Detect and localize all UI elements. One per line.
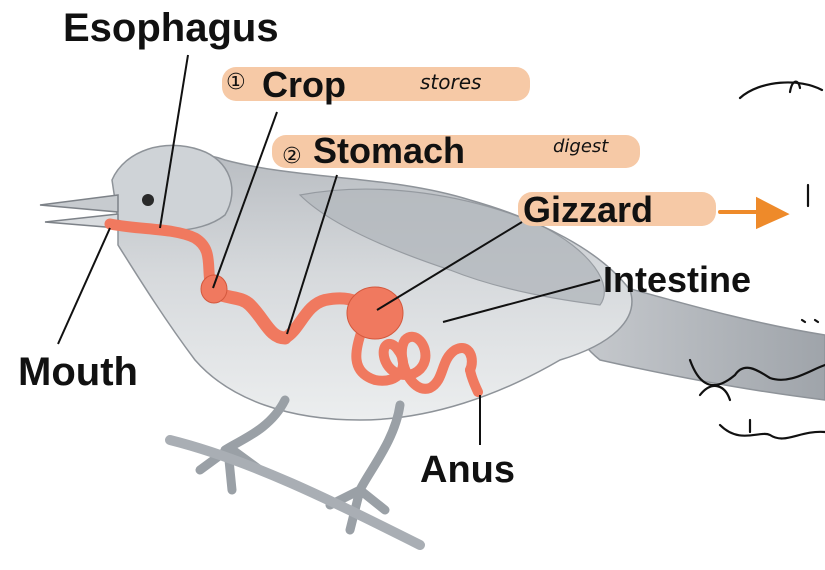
label-mouth: Mouth xyxy=(18,352,138,392)
bird-beak-upper xyxy=(40,195,118,212)
label-crop: Crop xyxy=(262,67,346,103)
label-stomach: Stomach xyxy=(313,133,465,169)
mouth-leader xyxy=(58,228,110,344)
label-esophagus: Esophagus xyxy=(63,8,279,48)
label-anus: Anus xyxy=(420,451,515,489)
stomach-note: digest xyxy=(553,138,608,156)
crop-note: stores xyxy=(420,72,481,92)
crop-pouch xyxy=(201,275,227,303)
bird-eye xyxy=(142,194,154,206)
gizzard-organ xyxy=(347,287,403,339)
label-gizzard: Gizzard xyxy=(523,192,653,228)
crop-number: ① xyxy=(226,70,246,95)
gizzard-arrow xyxy=(720,200,785,226)
stomach-number: ② xyxy=(282,144,302,169)
label-intestine: Intestine xyxy=(603,262,751,298)
